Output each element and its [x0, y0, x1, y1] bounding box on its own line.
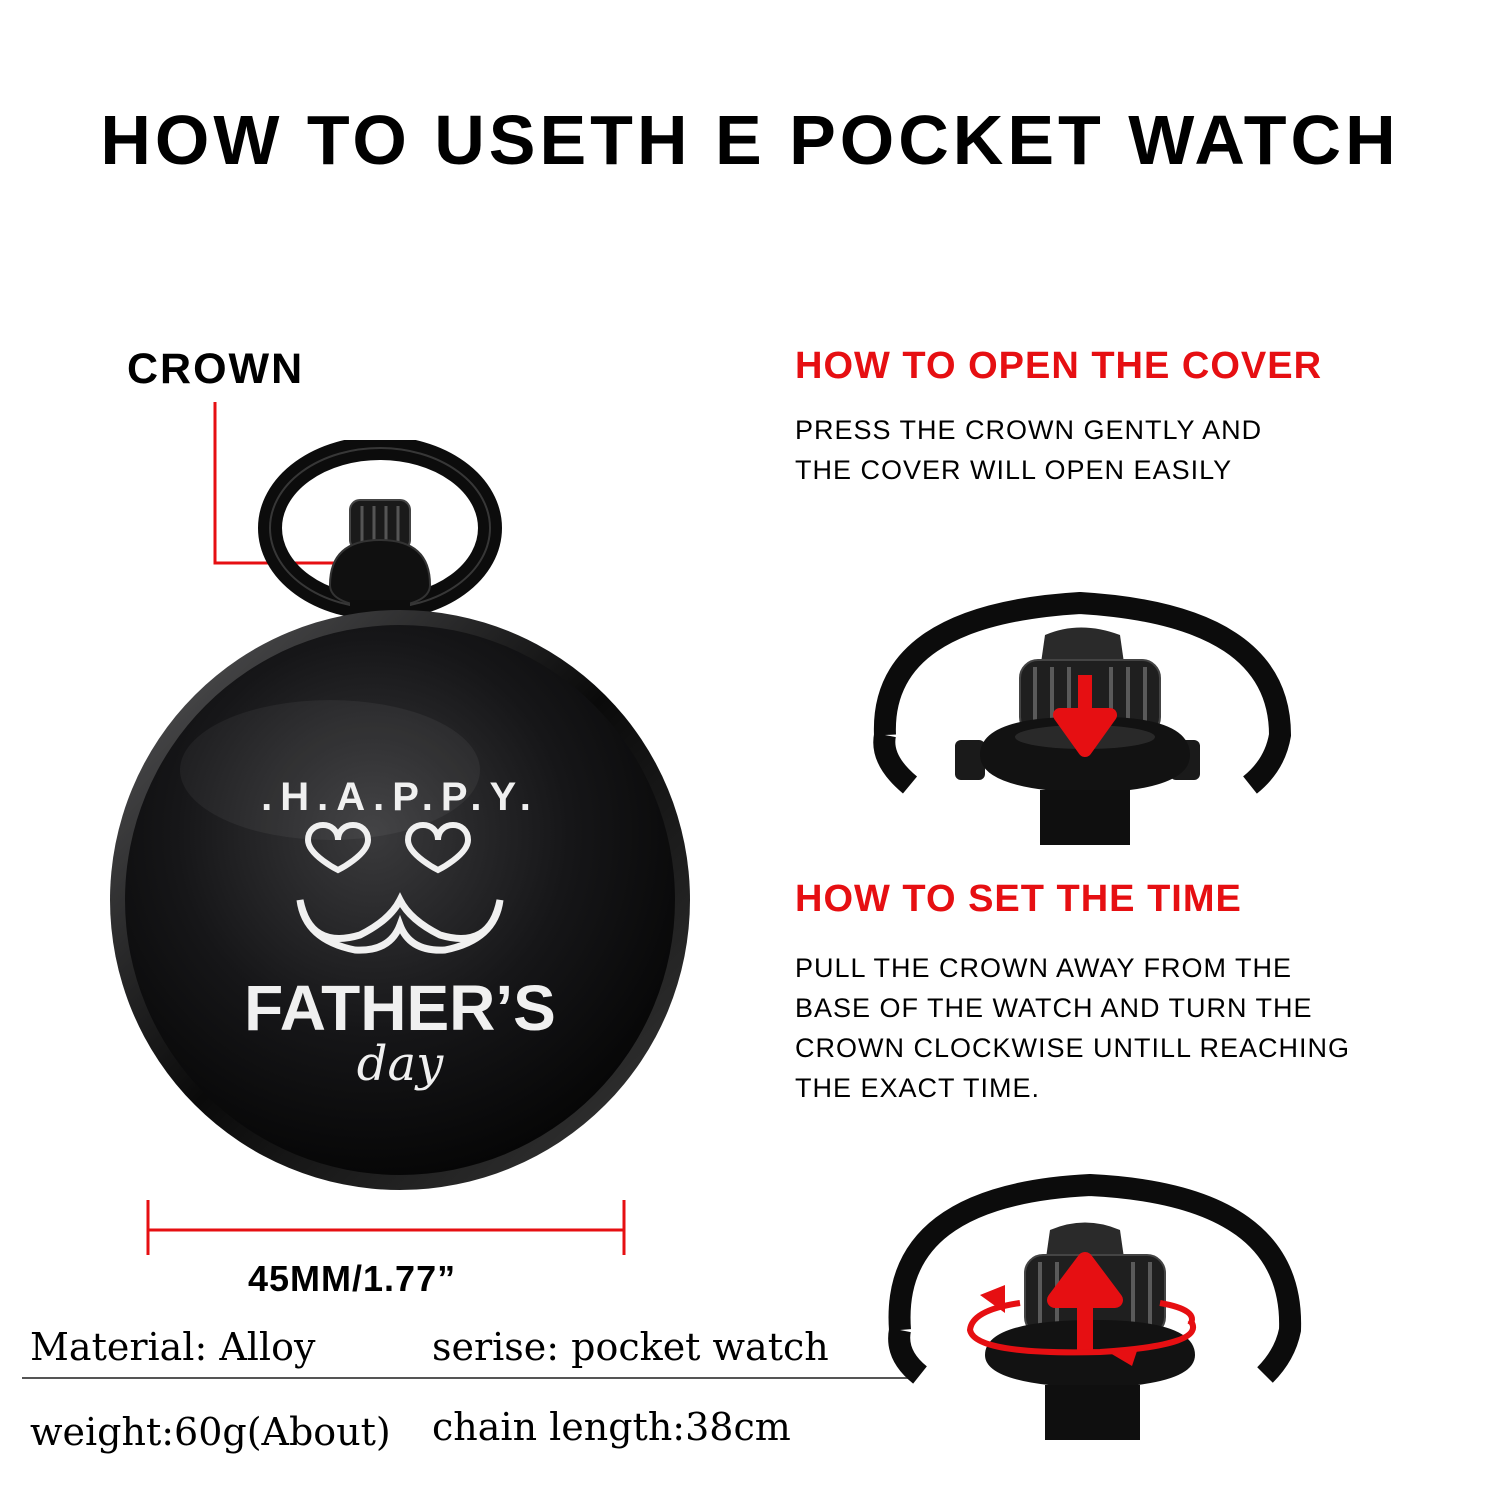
engraving-day: day: [357, 1036, 444, 1092]
pocket-watch-image: .H.A.P.P.Y. FATHER’S day: [110, 440, 690, 1190]
set-time-line: PULL THE CROWN AWAY FROM THE: [795, 953, 1293, 983]
heart-icon: [304, 822, 472, 874]
spec-chain: chain length:38cm: [432, 1405, 791, 1449]
rotate-clockwise-icon: [966, 1300, 1197, 1356]
crown-press-image: [873, 591, 1292, 845]
spec-series: serise: pocket watch: [432, 1325, 829, 1369]
open-cover-line: THE COVER WILL OPEN EASILY: [795, 455, 1233, 485]
open-cover-heading: HOW TO OPEN THE COVER: [795, 345, 1323, 387]
spec-divider: [22, 1377, 914, 1379]
spec-weight: weight:60g(About): [30, 1410, 391, 1454]
engraving-fathers: FATHER’S: [244, 972, 556, 1044]
set-time-line: CROWN CLOCKWISE UNTILL REACHING: [795, 1033, 1351, 1063]
set-time-heading: HOW TO SET THE TIME: [795, 878, 1242, 920]
size-label: 45MM/1.77”: [248, 1258, 457, 1299]
set-time-line: THE EXACT TIME.: [795, 1073, 1041, 1103]
mustache-icon: [296, 892, 504, 954]
arrow-up-icon: [1047, 1252, 1123, 1350]
arrow-down-icon: [1053, 675, 1117, 757]
page-title: HOW TO USETH E POCKET WATCH: [100, 101, 1400, 179]
crown-label: CROWN: [127, 345, 305, 393]
set-time-line: BASE OF THE WATCH AND TURN THE: [795, 993, 1313, 1023]
open-cover-text: PRESS THE CROWN GENTLY AND THE COVER WIL…: [795, 410, 1262, 490]
set-time-text: PULL THE CROWN AWAY FROM THE BASE OF THE…: [795, 948, 1350, 1108]
spec-material: Material: Alloy: [30, 1325, 316, 1369]
open-cover-line: PRESS THE CROWN GENTLY AND: [795, 415, 1263, 445]
engraving-happy: .H.A.P.P.Y.: [261, 775, 539, 819]
crown-pull-image: [888, 1173, 1302, 1440]
